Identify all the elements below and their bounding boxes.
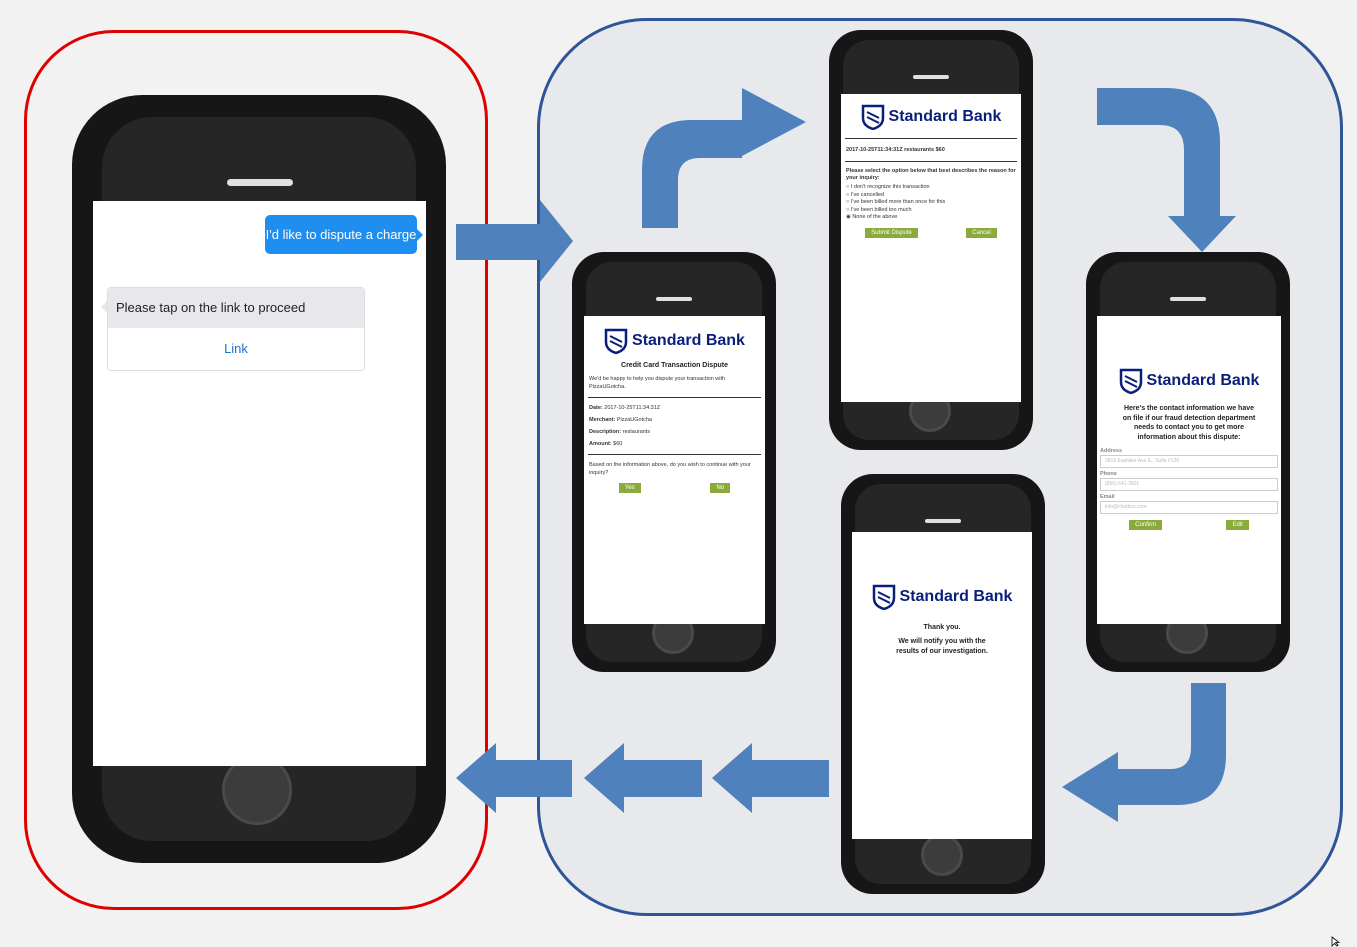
radio-checked-icon[interactable]: ◉ [846, 214, 853, 220]
notify-text: We will notify you with the results of o… [896, 638, 988, 655]
reason-options: ○ I don't recognize this transaction○ I'… [846, 184, 1016, 222]
bank-logo: Standard Bank [852, 584, 1032, 610]
phone-label: Phone [1100, 471, 1117, 477]
radio-icon[interactable]: ○ [846, 184, 851, 190]
radio-icon[interactable]: ○ [846, 191, 851, 198]
address-field[interactable]: 2815 Eastlake Ave E., Suite #135 [1100, 455, 1278, 468]
speaker [227, 179, 293, 186]
link[interactable]: Link [224, 341, 248, 356]
reason-option-label: None of the above [852, 214, 898, 220]
reason-option[interactable]: ○ I've been billed more than once for th… [846, 199, 1016, 207]
cancel-button[interactable]: Cancel [966, 227, 997, 238]
page-title: Credit Card Transaction Dispute [621, 362, 728, 369]
bot-message-card: Please tap on the link to proceed Link [107, 287, 365, 371]
bank-logo: Standard Bank [841, 104, 1021, 130]
thanks-text: Thank you. [923, 624, 961, 631]
bank-logo: Standard Bank [1097, 368, 1281, 394]
reason-option[interactable]: ○ I don't recognize this transaction [846, 184, 1016, 192]
thankyou-phone: Standard Bank Thank you. We will notify … [841, 474, 1045, 894]
arrow-left-icon [584, 743, 702, 813]
contact-screen: Standard Bank Here's the contact informa… [1097, 316, 1281, 624]
arrow-curve-left-icon [1062, 683, 1226, 822]
submit-dispute-button[interactable]: Submit Dispute [865, 227, 918, 238]
reason-option-label: I've been billed more than once for this [850, 199, 946, 205]
shield-logo-icon [604, 328, 628, 354]
bank-logo: Standard Bank [584, 328, 765, 354]
radio-icon[interactable]: ○ [846, 206, 851, 213]
description-value: restaurants [622, 429, 651, 435]
email-field[interactable]: info@chatbox.com [1100, 501, 1278, 514]
shield-logo-icon [1119, 368, 1142, 394]
user-message-bubble: I'd like to dispute a charge [265, 215, 417, 254]
merchant-value: PizzaUGotcha [616, 417, 652, 423]
shield-logo-icon [872, 584, 895, 610]
cursor-icon [1331, 936, 1341, 947]
arrow-left-icon [712, 743, 829, 813]
edit-button[interactable]: Edit [1226, 520, 1249, 530]
reason-screen: Standard Bank 2017-10-25T11:34:31Z resta… [841, 94, 1021, 402]
contact-message: Here's the contact information we have o… [1122, 405, 1256, 441]
bot-message: Please tap on the link to proceed [108, 288, 364, 328]
arrow-left-icon [456, 743, 572, 813]
home-button[interactable] [921, 834, 963, 876]
no-button[interactable]: No [710, 483, 731, 493]
dispute-phone: Standard Bank Credit Card Transaction Di… [572, 252, 776, 672]
reason-option[interactable]: ○ I've cancelled [846, 192, 1016, 200]
phone-field[interactable]: (855) 641-3601 [1100, 478, 1278, 491]
contact-phone: Standard Bank Here's the contact informa… [1086, 252, 1290, 672]
reason-option[interactable]: ○ I've been billed too much [846, 207, 1016, 215]
confirm-button[interactable]: Confirm [1129, 520, 1163, 530]
reason-option-label: I don't recognize this transaction [850, 184, 930, 190]
chat-phone: I'd like to dispute a charge Please tap … [72, 95, 446, 863]
arrow-right-icon [456, 200, 573, 282]
yes-button[interactable]: Yes [618, 483, 641, 493]
question-text: Based on the information above, do you w… [589, 462, 751, 476]
arrow-curve-down-icon [1097, 88, 1236, 252]
address-label: Address [1100, 448, 1123, 454]
reason-phone: Standard Bank 2017-10-25T11:34:31Z resta… [829, 30, 1033, 450]
shield-logo-icon [861, 104, 884, 130]
amount-value: $60 [613, 441, 623, 447]
chat-screen: I'd like to dispute a charge Please tap … [93, 201, 426, 766]
thankyou-screen: Standard Bank Thank you. We will notify … [852, 532, 1032, 839]
email-label: Email [1100, 494, 1115, 500]
reason-option-label: I've cancelled [850, 191, 885, 198]
transaction-summary: 2017-10-25T11:34:31Z restaurants $60 [846, 147, 945, 153]
dispute-screen: Standard Bank Credit Card Transaction Di… [584, 316, 765, 624]
reason-prompt: Please select the option below that best… [846, 168, 1016, 181]
date-value: 2017-10-25T11:34:31Z [604, 405, 661, 411]
reason-option[interactable]: ◉ None of the above [846, 214, 1016, 222]
reason-option-label: I've been billed too much [850, 206, 912, 213]
intro-text: We'd be happy to help you dispute your t… [589, 376, 726, 390]
arrow-curve-icon [642, 88, 806, 228]
radio-icon[interactable]: ○ [846, 199, 851, 205]
